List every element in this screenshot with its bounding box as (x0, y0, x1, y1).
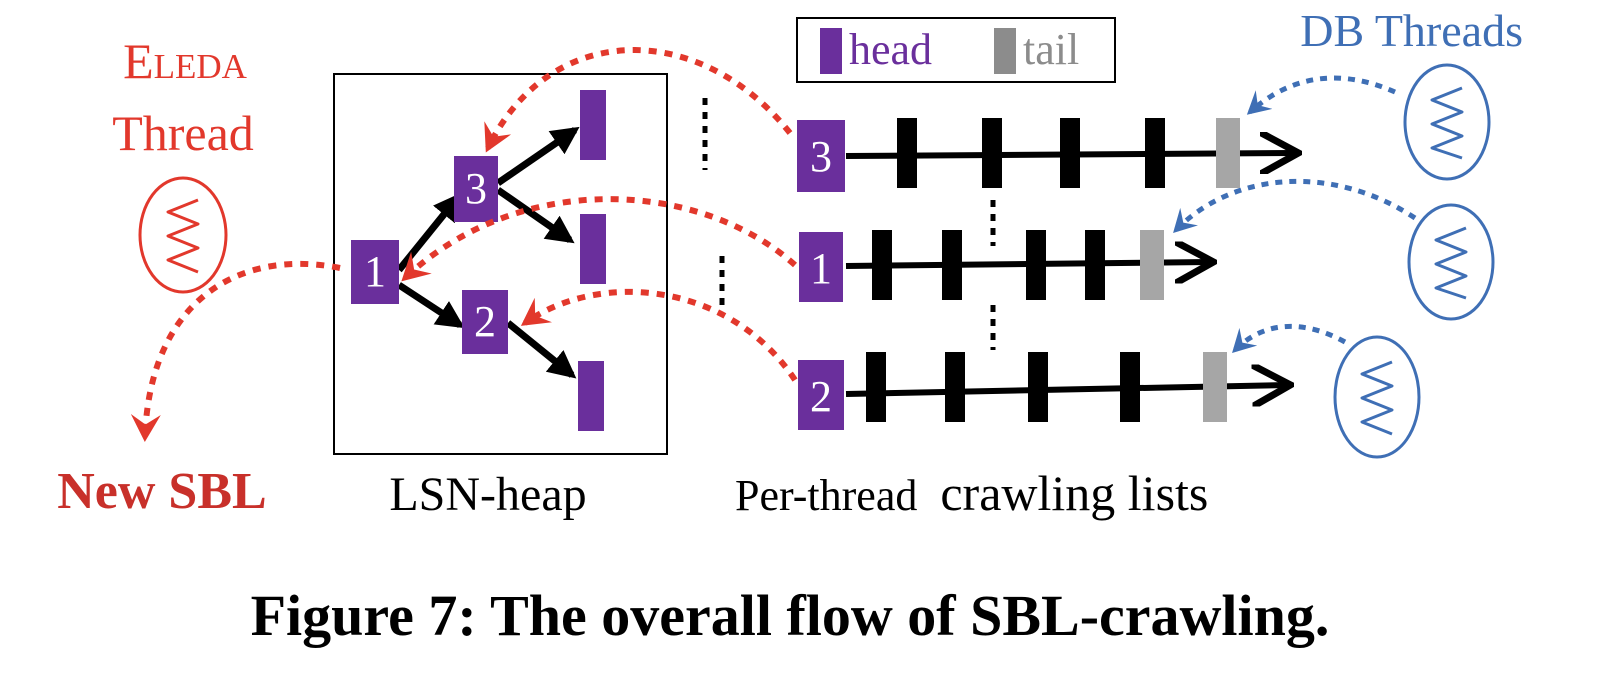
crawling-lists: 3 1 2 Per-thread crawling lists (735, 118, 1295, 521)
lsn-heap-label: LSN-heap (389, 468, 586, 521)
eleda-title-line2: Thread (112, 105, 254, 161)
list-1-tail (1216, 118, 1240, 188)
list-1-head-label: 3 (810, 132, 832, 181)
list-1-tick (897, 118, 917, 188)
db-thread-coil-3 (1360, 360, 1394, 436)
list-3-tail (1203, 352, 1227, 422)
legend-tail-swatch (994, 28, 1016, 74)
new-sbl-label: New SBL (57, 463, 266, 520)
eleda-title-line1: Eleda (123, 33, 248, 89)
eleda-thread-icon (138, 176, 228, 294)
heap-node-1: 1 (351, 240, 399, 304)
heap-node-2: 2 (462, 290, 508, 354)
heap-edge-1-3 (396, 192, 462, 273)
heap-edge-3-top (496, 126, 580, 186)
heap-node-3-label: 3 (465, 164, 487, 213)
db-thread-icon-3 (1333, 335, 1421, 459)
list-1-tick (1145, 118, 1165, 188)
list-3-tick (866, 352, 886, 422)
legend-head-label: head (849, 25, 932, 74)
eleda-arrow-list3-to-heap2 (520, 288, 798, 382)
lsn-heap: 1 3 2 LSN-heap (333, 73, 668, 521)
heap-leaf-mid (580, 214, 606, 284)
db-arrow-1 (1246, 75, 1397, 115)
legend-tail-label: tail (1023, 25, 1079, 74)
list-3-tick (1028, 352, 1048, 422)
heap-node-3: 3 (454, 156, 498, 222)
eleda-thread: Eleda Thread (112, 33, 254, 294)
legend: head tail (796, 17, 1116, 83)
list-1-tick (982, 118, 1002, 188)
crawling-lists-label: Per-thread crawling lists (735, 465, 1208, 521)
heap-edge-2-bot (505, 320, 577, 379)
heap-edge-1-2 (397, 282, 465, 329)
list-3-tick (1120, 352, 1140, 422)
eleda-arrow-list2-to-heap1 (401, 196, 797, 282)
db-thread-coil-1 (1430, 86, 1464, 160)
list-3-head-label: 2 (810, 372, 832, 421)
db-threads: DB Threads (1173, 5, 1523, 459)
list-1-head (797, 120, 845, 192)
heap-node-2-label: 2 (474, 297, 496, 346)
heap-leaf-bot (578, 361, 604, 431)
db-thread-icon-2 (1407, 203, 1495, 321)
db-threads-title: DB Threads (1300, 5, 1523, 56)
db-arrow-2 (1173, 178, 1417, 233)
eleda-thread-ellipse (138, 176, 228, 294)
legend-head-swatch (820, 28, 842, 74)
list-2-tick (1085, 230, 1105, 300)
legend-frame (796, 17, 1116, 83)
list-2-tick (1026, 230, 1046, 300)
db-arrow-3 (1232, 324, 1347, 353)
db-thread-icon-1 (1403, 63, 1491, 181)
crawling-lists-label-prefix: Per-thread (735, 471, 917, 520)
heap-edge-3-mid (496, 187, 575, 244)
list-2-tail (1140, 230, 1164, 300)
list-2-head (799, 232, 843, 302)
heap-node-1-label: 1 (364, 247, 386, 296)
db-thread-coil-2 (1434, 226, 1468, 300)
crawling-list-3: 2 (798, 352, 1287, 430)
list-2-tick (872, 230, 892, 300)
db-thread-ellipse-2 (1407, 203, 1495, 321)
crawling-lists-label-main: crawling lists (940, 465, 1208, 521)
eleda-arrow-heap1-to-new-sbl (130, 260, 341, 442)
list-3-head (798, 360, 844, 430)
list-2-head-label: 1 (810, 244, 832, 293)
eleda-thread-coil (166, 198, 200, 274)
crawling-list-2: 1 (799, 230, 1210, 302)
db-thread-ellipse-1 (1403, 63, 1491, 181)
db-thread-ellipse-3 (1333, 335, 1421, 459)
list-1-tick (1060, 118, 1080, 188)
eleda-arrows (130, 47, 798, 442)
list-3-tick (945, 352, 965, 422)
crawling-list-1: 3 (797, 118, 1295, 192)
figure-caption: Figure 7: The overall flow of SBL-crawli… (251, 583, 1330, 648)
list-2-tick (942, 230, 962, 300)
heap-leaf-top (580, 90, 606, 160)
eleda-arrow-list1-to-heap3 (484, 47, 793, 153)
